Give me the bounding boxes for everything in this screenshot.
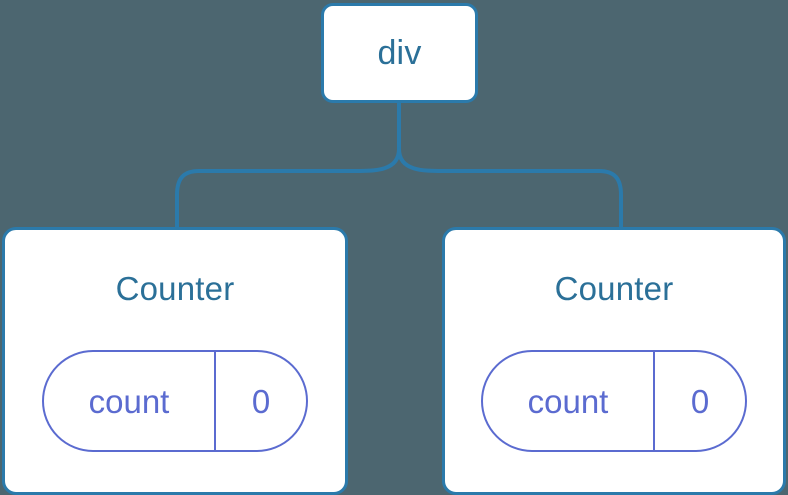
node-counter-0-title: Counter <box>115 270 235 307</box>
node-counter-0[interactable]: Counter count 0 <box>2 227 348 495</box>
node-counter-1[interactable]: Counter count 0 <box>442 227 786 495</box>
node-counter-1-title: Counter <box>554 270 674 307</box>
connector-branch-left <box>175 147 401 231</box>
connector-branch-right <box>397 147 623 231</box>
node-div-label: div <box>377 34 422 72</box>
state-value-label: 0 <box>690 382 710 420</box>
state-pill-count-0[interactable]: count 0 <box>42 350 308 452</box>
state-pill-count-1[interactable]: count 0 <box>481 350 747 452</box>
state-key-label: count <box>44 352 216 450</box>
node-div[interactable]: div <box>321 3 478 103</box>
state-key-label: count <box>483 352 655 450</box>
state-value-label: 0 <box>251 382 271 420</box>
